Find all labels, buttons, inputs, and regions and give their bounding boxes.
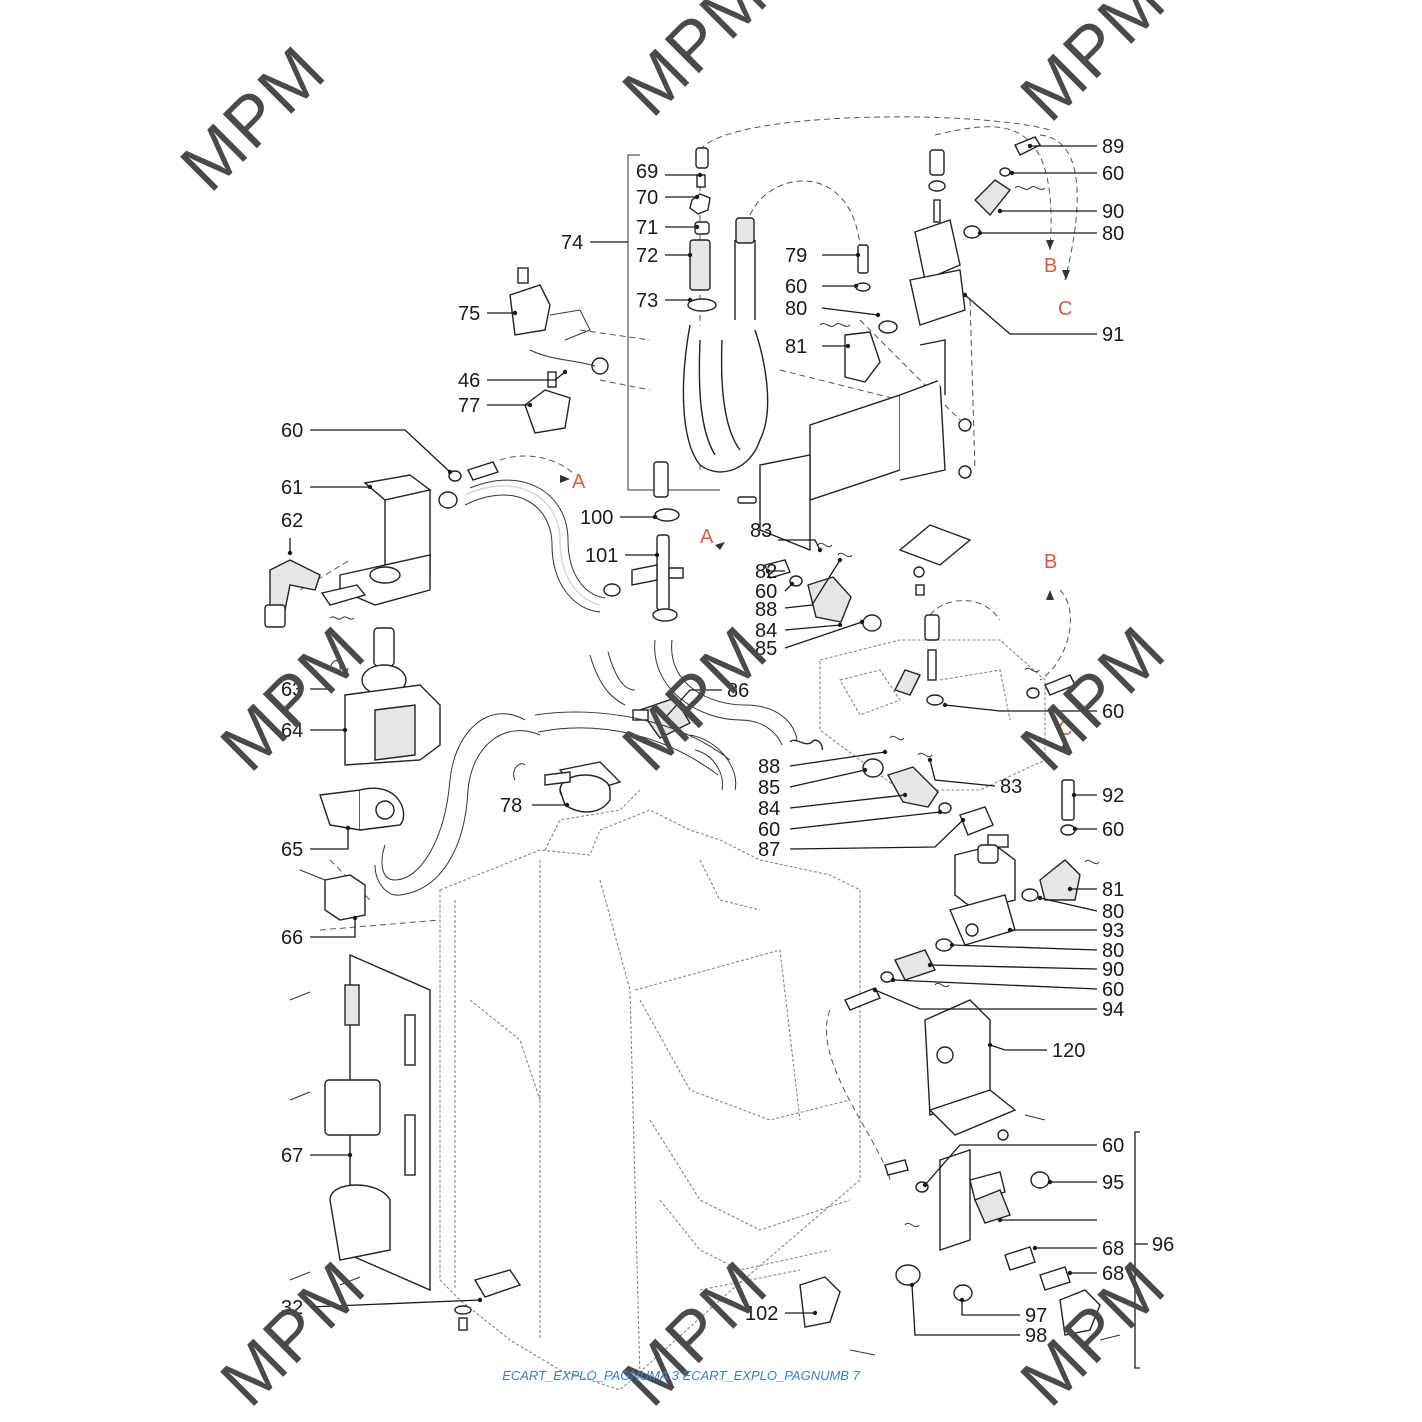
watermark-7: MPM	[206, 1246, 381, 1421]
threaded-fitting-part	[689, 239, 711, 291]
label-66: 66	[281, 927, 303, 949]
label-60-b: 60	[1102, 163, 1124, 185]
label-101: 101	[585, 545, 618, 567]
label-77: 77	[458, 395, 480, 417]
label-88-b: 88	[758, 756, 780, 778]
parts-artwork	[264, 136, 1121, 1356]
label-80-d: 80	[1102, 940, 1124, 962]
leader-lines	[287, 143, 1148, 1369]
label-68-b: 68	[1102, 1263, 1124, 1285]
marker-b-top: B	[1044, 255, 1057, 277]
label-78: 78	[500, 795, 522, 817]
watermark-3: MPM	[1006, 0, 1181, 135]
label-97: 97	[1025, 1305, 1047, 1327]
label-60-d: 60	[755, 581, 777, 603]
oring-part	[687, 298, 717, 312]
label-68-a: 68	[1102, 1238, 1124, 1260]
label-83-b: 83	[1000, 776, 1022, 798]
watermarks: MPM MPM MPM MPM MPM MPM MPM MPM MPM	[166, 0, 1181, 1420]
label-98: 98	[1025, 1325, 1047, 1347]
marker-a-left: A	[572, 471, 586, 493]
label-82: 82	[755, 561, 777, 583]
label-69: 69	[636, 161, 658, 183]
marker-b-mid: B	[1044, 551, 1057, 573]
label-95: 95	[1102, 1172, 1124, 1194]
label-72: 72	[636, 245, 658, 267]
label-75: 75	[458, 303, 480, 325]
label-84-a: 84	[755, 620, 777, 642]
label-80-c: 80	[1102, 901, 1124, 923]
part-number-labels: 69 70 71 72 73 74 75 46 77 79 60 80 81 8…	[281, 136, 1174, 1347]
bush-part	[694, 221, 710, 235]
label-32: 32	[281, 1297, 303, 1319]
label-85-b: 85	[758, 777, 780, 799]
label-100: 100	[580, 507, 613, 529]
label-60-a: 60	[785, 276, 807, 298]
label-60-c: 60	[281, 420, 303, 442]
label-65: 65	[281, 839, 303, 861]
label-90-a: 90	[1102, 201, 1124, 223]
label-84-b: 84	[758, 798, 780, 820]
label-79: 79	[785, 245, 807, 267]
label-46: 46	[458, 370, 480, 392]
label-83-a: 83	[750, 520, 772, 542]
label-96: 96	[1152, 1234, 1174, 1256]
label-80-b: 80	[1102, 223, 1124, 245]
marker-a-mid: A	[700, 526, 714, 548]
label-86: 86	[727, 680, 749, 702]
label-64: 64	[281, 720, 303, 742]
label-67: 67	[281, 1145, 303, 1167]
label-88-a: 88	[755, 599, 777, 621]
watermark-2: MPM	[608, 0, 783, 130]
label-81-a: 81	[785, 336, 807, 358]
label-93: 93	[1102, 920, 1124, 942]
label-81-b: 81	[1102, 879, 1124, 901]
label-102: 102	[745, 1303, 778, 1325]
label-61: 61	[281, 477, 303, 499]
label-60-f: 60	[758, 819, 780, 841]
label-60-e: 60	[1102, 701, 1124, 723]
chassis-frame	[439, 789, 861, 1391]
watermark-1: MPM	[166, 31, 341, 206]
diagram-caption: ECART_EXPLO_PAGNUMA 3 ECART_EXPLO_PAGNUM…	[502, 1368, 860, 1383]
label-62: 62	[281, 510, 303, 532]
marker-c-mid: C	[1058, 718, 1072, 740]
label-91: 91	[1102, 324, 1124, 346]
group-74-bracket	[627, 154, 720, 491]
label-94: 94	[1102, 999, 1124, 1021]
label-92: 92	[1102, 785, 1124, 807]
label-73: 73	[636, 290, 658, 312]
label-80-a: 80	[785, 298, 807, 320]
label-89: 89	[1102, 136, 1124, 158]
reference-markers: B C A A B C	[572, 255, 1072, 740]
label-70: 70	[636, 187, 658, 209]
nut-part	[689, 193, 711, 215]
label-85-a: 85	[755, 638, 777, 660]
label-87: 87	[758, 839, 780, 861]
label-90-b: 90	[1102, 959, 1124, 981]
label-120: 120	[1052, 1040, 1085, 1062]
pin-part	[695, 147, 709, 169]
label-71: 71	[636, 217, 658, 239]
label-74: 74	[561, 232, 583, 254]
marker-c-top: C	[1058, 298, 1072, 320]
label-60-h: 60	[1102, 979, 1124, 1001]
label-60-g: 60	[1102, 819, 1124, 841]
reference-arrows	[560, 240, 1070, 752]
label-63: 63	[281, 679, 303, 701]
label-60-i: 60	[1102, 1135, 1124, 1157]
watermark-8: MPM	[608, 1246, 783, 1421]
